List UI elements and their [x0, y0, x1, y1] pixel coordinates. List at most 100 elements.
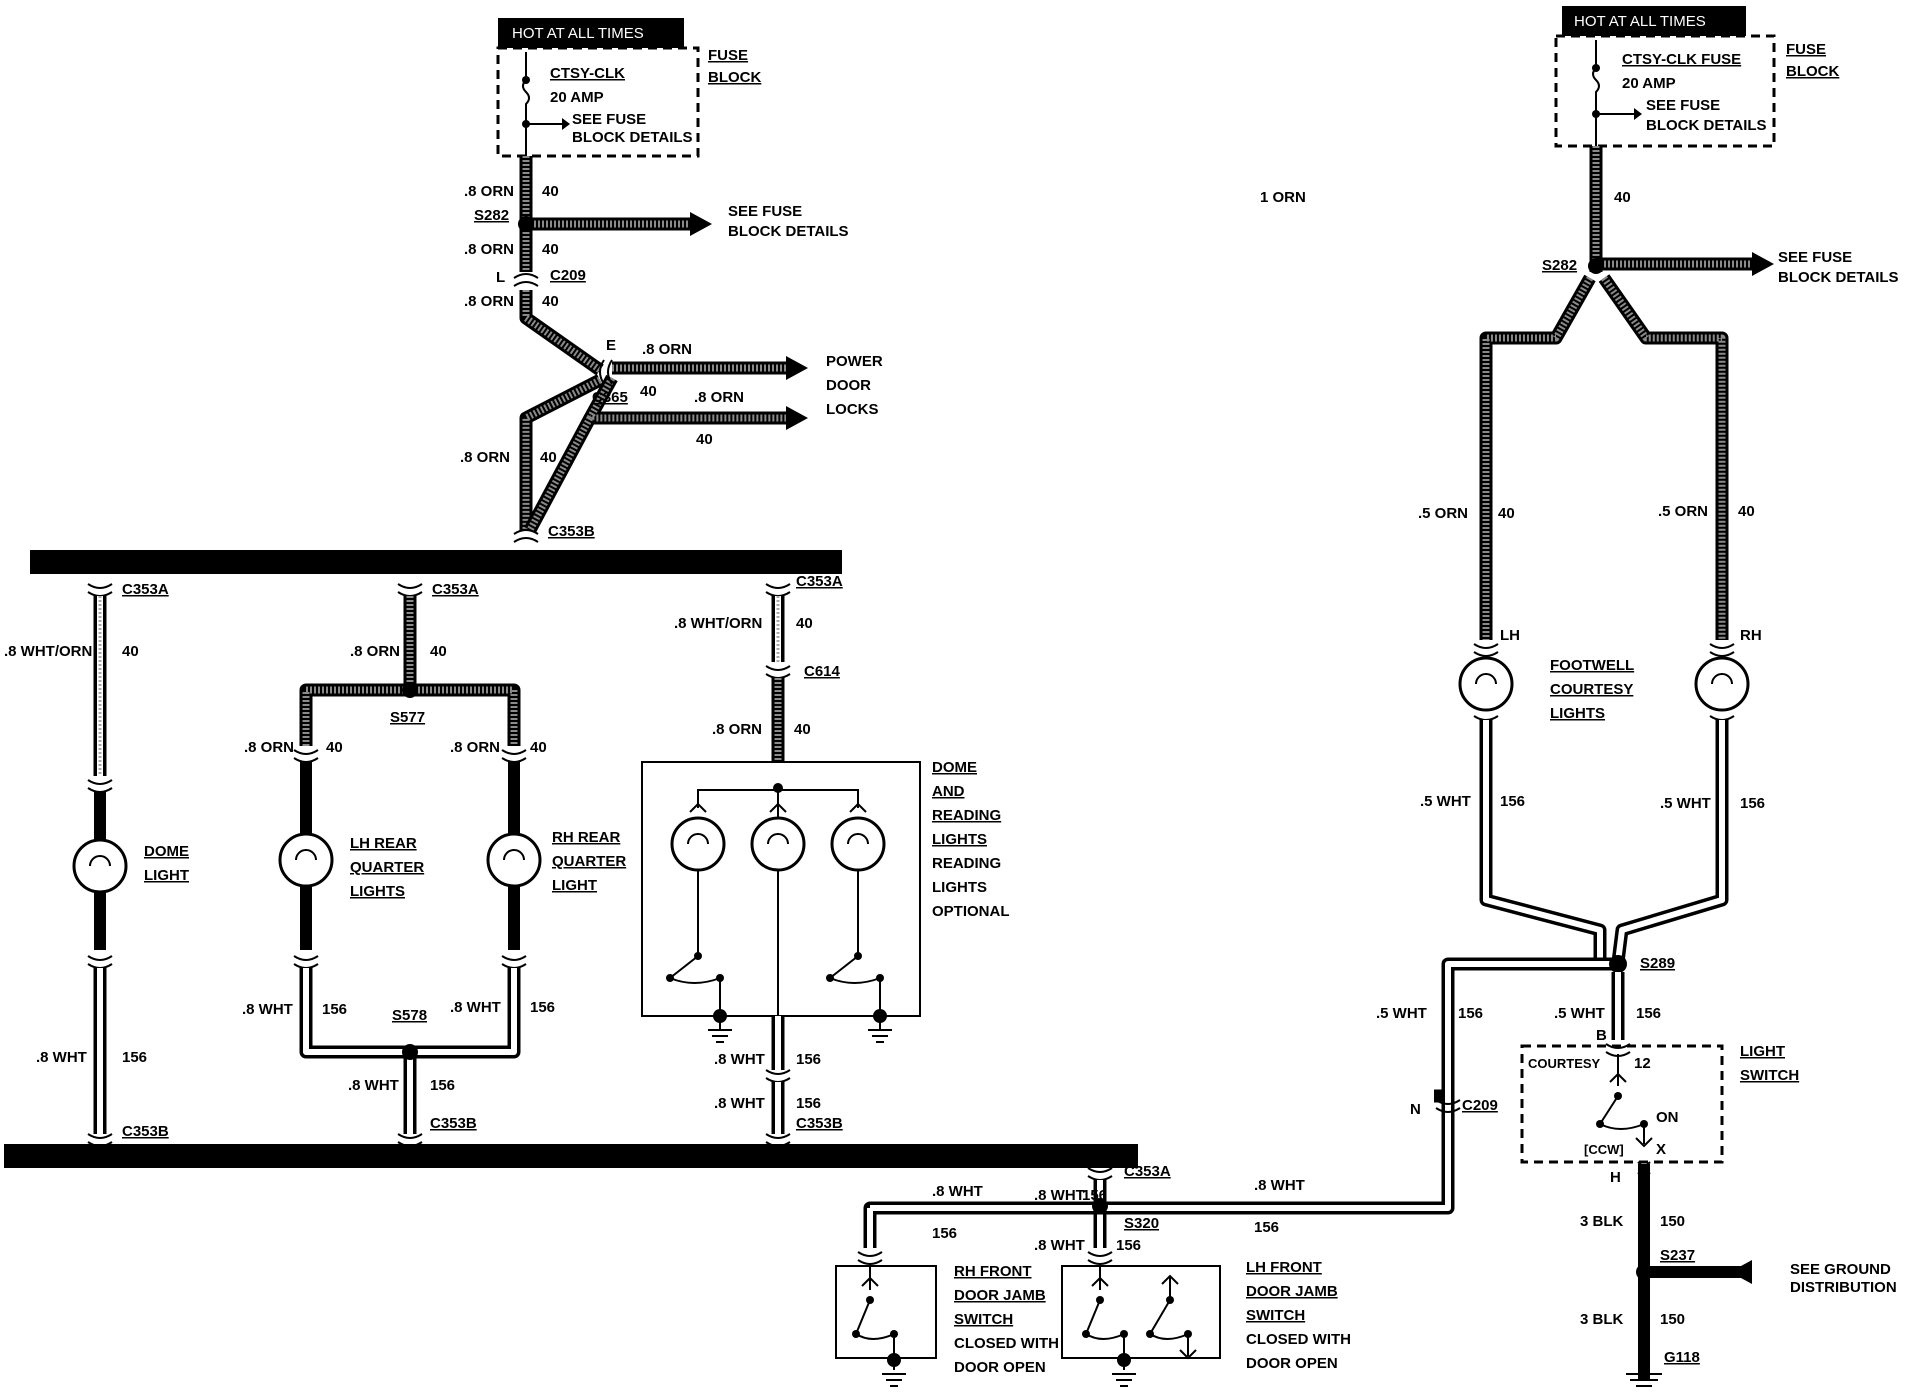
connector-label: C353A	[796, 573, 843, 590]
note-label: DISTRIBUTION	[1790, 1279, 1897, 1296]
switch-position-label: COURTESY	[1528, 1056, 1601, 1071]
wire-label: .5 WHT	[1660, 795, 1711, 812]
circuit-label: 40	[540, 449, 557, 466]
fuse-block-title-2: BLOCK	[1786, 63, 1839, 80]
circuit-label: 156	[1636, 1005, 1661, 1022]
wire-label: .8 WHT/ORN	[4, 643, 92, 660]
pin-label: E	[606, 337, 616, 354]
component-label: LIGHT	[144, 867, 189, 884]
pin-label: L	[496, 269, 505, 286]
pin-label: RH	[1740, 627, 1762, 644]
wire-label: .8 WHT/ORN	[674, 615, 762, 632]
pin-label: 12	[1634, 1055, 1651, 1072]
wire-label: .8 WHT	[1034, 1237, 1085, 1254]
component-label: READING	[932, 807, 1001, 824]
component-label: LIGHTS	[350, 883, 405, 900]
component-label: AND	[932, 783, 965, 800]
pin-label: B	[1596, 1027, 1607, 1044]
note-label: POWER	[826, 353, 883, 370]
component-label: LIGHT	[552, 877, 597, 894]
wire-label: .8 WHT	[450, 999, 501, 1016]
circuit-label: 156	[1254, 1219, 1279, 1236]
wire-label: .8 WHT	[714, 1051, 765, 1068]
light-switch-and-ground: .5 WHT 156 B COURTESY 12 ON [CCW] X LIGH…	[1520, 972, 1897, 1387]
component-label: COURTESY	[1550, 681, 1633, 698]
connector-label: C353B	[548, 523, 595, 540]
wire-label: 3 BLK	[1580, 1213, 1624, 1230]
circuit-label: 156	[122, 1049, 147, 1066]
wire-label: .8 WHT	[714, 1095, 765, 1112]
splice-label: S237	[1660, 1247, 1695, 1264]
fuse-block-title-2: BLOCK	[708, 69, 761, 86]
wire-label: .8 WHT	[932, 1183, 983, 1200]
wire-label: .8 WHT	[1254, 1177, 1305, 1194]
wire-label: .8 ORN	[450, 739, 500, 756]
note-label: SEE GROUND	[1790, 1261, 1891, 1278]
component-label: RH FRONT	[954, 1263, 1032, 1280]
top-body-harness-bar	[30, 550, 842, 574]
rear-quarter-lights-branch: C353A .8 ORN 40 S577 .8 ORN 40 .8 ORN 40…	[242, 581, 626, 1147]
circuit-label: 150	[1660, 1213, 1685, 1230]
right-fuse-block: HOT AT ALL TIMES CTSY-CLK FUSE 20 AMP SE…	[1554, 6, 1839, 148]
circuit-label: 156	[1458, 1005, 1483, 1022]
circuit-label: 40	[1614, 189, 1631, 206]
wire-label: .8 WHT	[348, 1077, 399, 1094]
wire-label: .8 ORN	[460, 449, 510, 466]
circuit-label: 40	[542, 241, 559, 258]
circuit-label: 156	[796, 1095, 821, 1112]
door-jamb-switches: C353A .8 WHT .8 WHT 156 .8 WHT 156 S320 …	[835, 1089, 1455, 1387]
note-label: CLOSED WITH	[1246, 1331, 1351, 1348]
note-label: BLOCK DETAILS	[1778, 269, 1899, 286]
splice-label: S282	[474, 207, 509, 224]
component-label: DOOR JAMB	[1246, 1283, 1338, 1300]
wire-label: .8 ORN	[464, 293, 514, 310]
connector-label: C353B	[122, 1123, 169, 1140]
note-label: READING	[932, 855, 1001, 872]
fuse-name: CTSY-CLK	[550, 65, 625, 82]
wire-label: .8 WHT	[242, 1001, 293, 1018]
component-label: QUARTER	[552, 853, 626, 870]
fuse-block-title-1: FUSE	[1786, 41, 1826, 58]
splice-label: S578	[392, 1007, 427, 1024]
wire-label: .5 ORN	[1658, 503, 1708, 520]
hot-at-all-times-label: HOT AT ALL TIMES	[512, 25, 644, 42]
circuit-label: 40	[794, 721, 811, 738]
wire-label: .8 ORN	[350, 643, 400, 660]
circuit-label: 40	[640, 383, 657, 400]
bottom-body-harness-bar	[4, 1144, 1138, 1168]
connector-label: C353A	[1124, 1163, 1171, 1180]
fuse-note-1: SEE FUSE	[1646, 97, 1720, 114]
circuit-label: 40	[430, 643, 447, 660]
fuse-block-title-1: FUSE	[708, 47, 748, 64]
footwell-courtesy-lights-branch: 1 ORN 40 S282 SEE FUSE BLOCK DETAILS .5 …	[1260, 146, 1899, 1118]
connector-label: C209	[550, 267, 586, 284]
circuit-label: 156	[1500, 793, 1525, 810]
ground-label: G118	[1664, 1349, 1700, 1366]
pin-label: N	[1410, 1101, 1421, 1118]
connector-label: C209	[1462, 1097, 1498, 1114]
circuit-label: 156	[1740, 795, 1765, 812]
note-label: BLOCK DETAILS	[728, 223, 849, 240]
component-label: SWITCH	[1246, 1307, 1305, 1324]
circuit-label: 156	[1116, 1237, 1141, 1254]
wire-label: 3 BLK	[1580, 1311, 1624, 1328]
component-label: SWITCH	[954, 1311, 1013, 1328]
wire-label: .5 WHT	[1420, 793, 1471, 810]
wire-label: 1 ORN	[1260, 189, 1306, 206]
connector-label: C353B	[430, 1115, 477, 1132]
connector-label: C353A	[432, 581, 479, 598]
pin-label: LH	[1500, 627, 1520, 644]
component-label: LIGHTS	[1550, 705, 1605, 722]
circuit-label: 156	[1082, 1187, 1107, 1204]
note-label: DOOR OPEN	[1246, 1355, 1338, 1372]
connector-label: C365	[592, 389, 628, 406]
connector-label: C353A	[122, 581, 169, 598]
circuit-label: 150	[1660, 1311, 1685, 1328]
component-label: LH FRONT	[1246, 1259, 1322, 1276]
component-label: QUARTER	[350, 859, 424, 876]
connector-label: C353B	[796, 1115, 843, 1132]
circuit-label: 40	[530, 739, 547, 756]
circuit-label: 40	[326, 739, 343, 756]
fuse-note-1: SEE FUSE	[572, 111, 646, 128]
